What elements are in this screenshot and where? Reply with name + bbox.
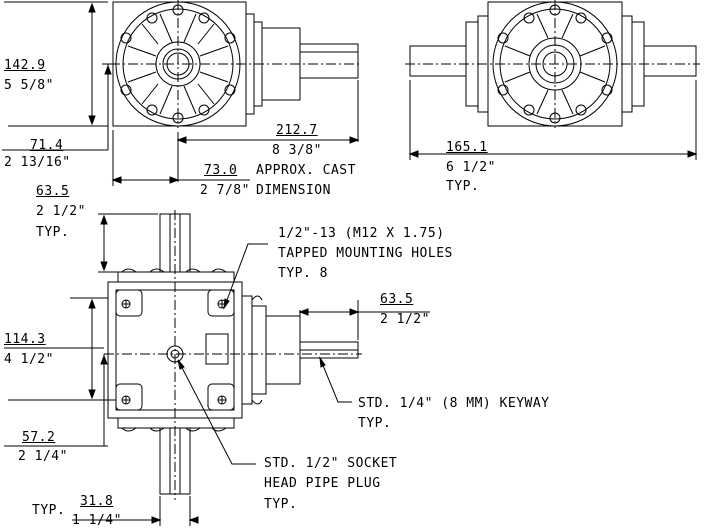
dim-114-3-mm: 114.3 (4, 332, 46, 347)
dim-165-1-in: 6 1/2" (446, 160, 496, 175)
plan-view (104, 210, 362, 500)
plug-note-line2: HEAD PIPE PLUG (264, 476, 381, 491)
dim-63-5-right-in: 2 1/2" (380, 312, 430, 327)
dim-31-8-in: 1 1/4" (72, 513, 122, 528)
dim-63-5-top-mm: 63.5 (36, 184, 70, 199)
dim-63-5-top-in: 2 1/2" (36, 204, 86, 219)
dim-73-0-note1: APPROX. CAST (256, 163, 356, 178)
dim-31-8-mm: 31.8 (80, 494, 114, 509)
dim-57-2-in: 2 1/4" (18, 449, 68, 464)
plug-note-line1: STD. 1/2" SOCKET (264, 456, 398, 471)
dim-142-9-in: 5 5/8" (4, 78, 54, 93)
dim-63-5-right-mm: 63.5 (380, 292, 414, 307)
front-view-right (405, 0, 700, 128)
dim-73-0-mm: 73.0 (204, 163, 238, 178)
dims-top-right (408, 80, 698, 160)
dim-73-0-in: 2 7/8" (200, 183, 250, 198)
dim-212-7-mm: 212.7 (276, 123, 318, 138)
dim-73-0-note2: DIMENSION (256, 183, 331, 198)
dims-top-left (2, 1, 360, 186)
leaders (177, 243, 352, 465)
mounting-holes (115, 289, 235, 411)
keyway-note-line1: STD. 1/4" (8 MM) KEYWAY (358, 396, 550, 411)
front-view-left (110, 0, 360, 128)
dim-71-4-in: 2 13/16" (4, 155, 71, 170)
dim-165-1-mm: 165.1 (446, 140, 488, 155)
dim-212-7-in: 8 3/8" (272, 143, 322, 158)
plug-note-line3: TYP. (264, 497, 298, 512)
keyway-note-line2: TYP. (358, 416, 392, 431)
holes-note-line2: TAPPED MOUNTING HOLES (278, 246, 453, 261)
dim-63-5-top-typ: TYP. (36, 225, 70, 240)
holes-note-line1: 1/2"-13 (M12 X 1.75) (278, 226, 445, 241)
holes-note-line3: TYP. 8 (278, 266, 328, 281)
dim-114-3-in: 4 1/2" (4, 352, 54, 367)
dim-57-2-mm: 57.2 (22, 430, 56, 445)
dim-71-4-mm: 71.4 (30, 138, 64, 153)
dim-31-8-typ: TYP. (32, 503, 66, 518)
dims-plan (4, 213, 430, 526)
dim-142-9-mm: 142.9 (4, 58, 46, 73)
dim-165-1-typ: TYP. (446, 179, 480, 194)
